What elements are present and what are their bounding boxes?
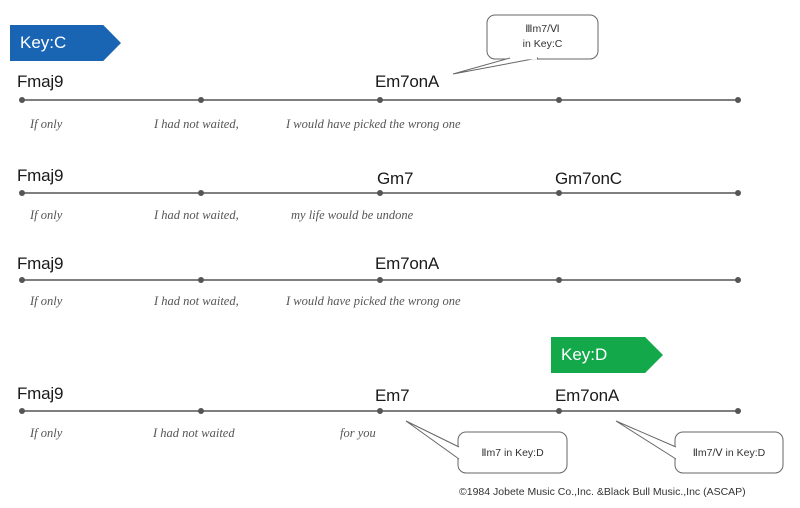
key-d-tag: Key:D bbox=[551, 337, 663, 373]
chord-label: Em7onA bbox=[375, 254, 440, 273]
callout-pointer-top bbox=[452, 57, 539, 75]
lyric-fragment: If only bbox=[30, 117, 63, 131]
beat-dot bbox=[19, 190, 25, 196]
chord-label: Fmaj9 bbox=[17, 254, 64, 273]
lyric-fragment: I had not waited, bbox=[154, 117, 239, 131]
beat-dot bbox=[198, 277, 204, 283]
lyric-fragment: I had not waited, bbox=[154, 294, 239, 308]
key-c-tag: Key:C bbox=[10, 25, 121, 61]
lyric-fragment: my life would be undone bbox=[291, 208, 414, 222]
chord-label: Em7onA bbox=[375, 72, 440, 91]
chord-label: Fmaj9 bbox=[17, 384, 64, 403]
callout-pointer-em7 bbox=[405, 420, 460, 460]
callout-text-em7ona: Ⅱm7/Ⅴ in Key:D bbox=[692, 447, 766, 459]
beat-dot bbox=[556, 97, 562, 103]
chord-label: Fmaj9 bbox=[17, 166, 64, 185]
callout-pointer-em7ona bbox=[615, 420, 677, 460]
beat-dot bbox=[19, 408, 25, 414]
lyric-fragment: I had not waited, bbox=[154, 208, 239, 222]
lyric-fragment: I would have picked the wrong one bbox=[286, 294, 461, 308]
lyric-fragment: I would have picked the wrong one bbox=[286, 117, 461, 131]
beat-dot bbox=[377, 408, 383, 414]
beat-dot bbox=[19, 277, 25, 283]
beat-dot bbox=[198, 97, 204, 103]
lyric-fragment: for you bbox=[340, 426, 376, 440]
beat-dot bbox=[377, 277, 383, 283]
chord-label: Em7 bbox=[375, 386, 410, 405]
beat-dot bbox=[556, 408, 562, 414]
callout-text-top-line1: Ⅲm7/Ⅵ bbox=[525, 23, 560, 35]
lyric-fragment: I had not waited bbox=[153, 426, 235, 440]
lyric-fragment: If only bbox=[30, 208, 63, 222]
callout-bubble-top bbox=[486, 14, 599, 60]
copyright-notice: ©1984 Jobete Music Co.,Inc. &Black Bull … bbox=[459, 486, 746, 498]
beat-dot bbox=[556, 190, 562, 196]
chord-label: Gm7 bbox=[377, 169, 414, 188]
beat-dot bbox=[377, 97, 383, 103]
beat-dot bbox=[198, 190, 204, 196]
lyric-fragment: If only bbox=[30, 426, 63, 440]
lyric-fragment: If only bbox=[30, 294, 63, 308]
beat-dot bbox=[735, 277, 741, 283]
beat-dot bbox=[735, 97, 741, 103]
chord-label: Em7onA bbox=[555, 386, 620, 405]
beat-dot bbox=[19, 97, 25, 103]
beat-dot bbox=[198, 408, 204, 414]
beat-dot bbox=[735, 408, 741, 414]
chord-label: Fmaj9 bbox=[17, 72, 64, 91]
beat-dot bbox=[735, 190, 741, 196]
beat-dot bbox=[556, 277, 562, 283]
beat-dot bbox=[377, 190, 383, 196]
callout-text-em7: Ⅱm7 in Key:D bbox=[481, 447, 544, 459]
chord-label: Gm7onC bbox=[555, 169, 622, 188]
callout-text-top-line2: in Key:C bbox=[522, 38, 563, 50]
